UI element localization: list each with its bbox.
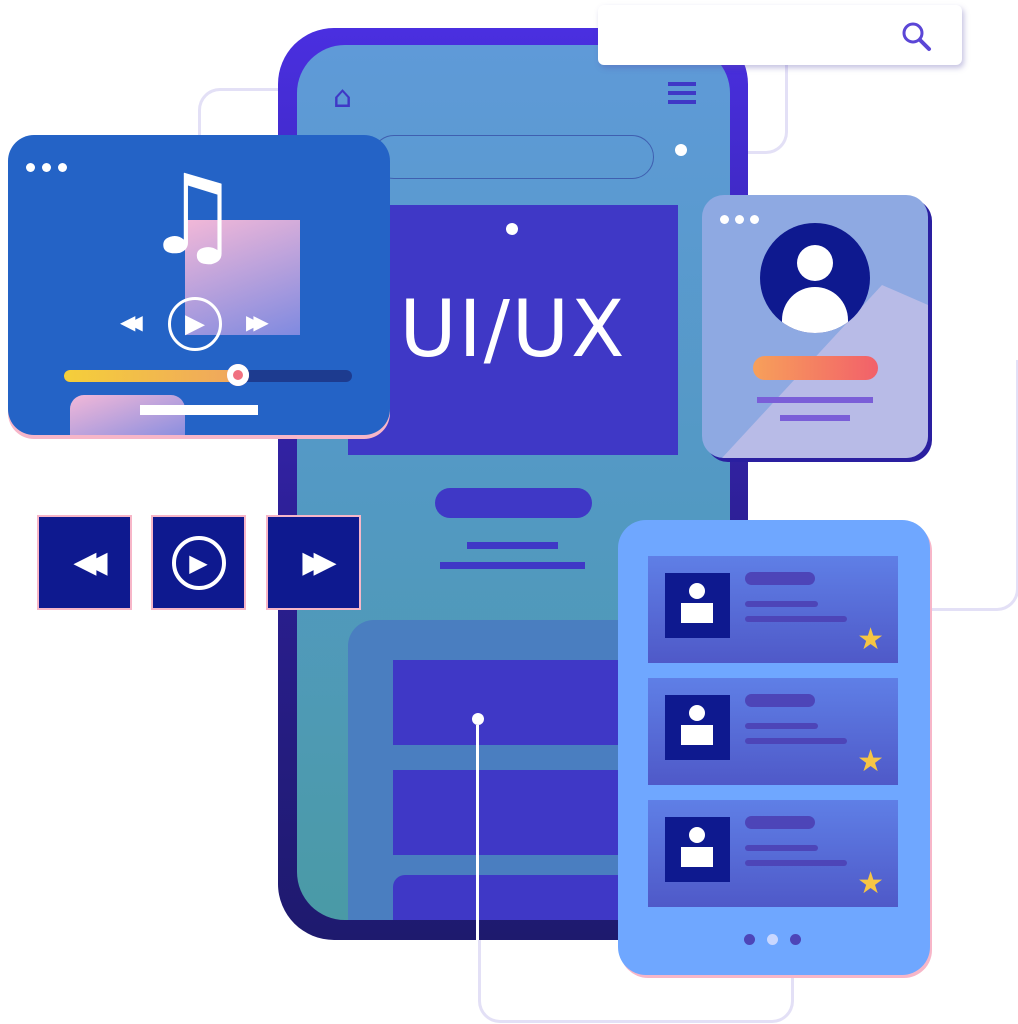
- hamburger-menu-icon[interactable]: [668, 82, 696, 104]
- pager-dot-active[interactable]: [767, 934, 778, 945]
- contact-list-card: ★ ★ ★: [618, 520, 930, 975]
- avatar-icon: [760, 223, 870, 333]
- hero-text: UI/UX: [399, 285, 627, 375]
- pager-dot[interactable]: [790, 934, 801, 945]
- rewind-icon: ◀◀: [73, 545, 107, 580]
- forward-icon: ▶▶: [302, 545, 336, 580]
- list-item[interactable]: ★: [648, 800, 898, 907]
- music-player-card: ♫ ◀◀ ▶ ▶▶: [8, 135, 390, 435]
- forward-button[interactable]: ▶▶: [266, 515, 361, 610]
- star-icon[interactable]: ★: [857, 744, 884, 779]
- progress-handle[interactable]: [227, 364, 249, 386]
- music-note-icon: ♫: [143, 151, 242, 279]
- text-line: [440, 562, 585, 569]
- content-block: [393, 770, 640, 855]
- star-icon[interactable]: ★: [857, 866, 884, 901]
- connector-dot: [506, 223, 518, 235]
- connector-line: [476, 725, 479, 940]
- phone-search-bar[interactable]: [372, 135, 654, 179]
- home-icon[interactable]: ⌂: [333, 80, 353, 115]
- thumbnail: [70, 395, 185, 435]
- rewind-button[interactable]: ◀◀: [37, 515, 132, 610]
- user-icon: [665, 695, 730, 760]
- user-icon: [665, 573, 730, 638]
- list-item[interactable]: ★: [648, 678, 898, 785]
- content-block: [393, 875, 640, 920]
- profile-button[interactable]: [753, 356, 878, 380]
- pager-dot[interactable]: [744, 934, 755, 945]
- progress-fill: [64, 370, 237, 382]
- connector-line: [900, 360, 1018, 611]
- profile-card: [702, 195, 928, 458]
- play-button[interactable]: ▶: [168, 297, 222, 351]
- text-line: [780, 415, 850, 421]
- play-icon: ▶: [171, 535, 226, 590]
- hero-banner: UI/UX: [348, 205, 678, 455]
- text-line: [467, 542, 558, 549]
- play-button[interactable]: ▶: [151, 515, 246, 610]
- phone-button[interactable]: [435, 488, 592, 518]
- title-line: [140, 405, 258, 415]
- content-block: [393, 660, 640, 745]
- search-box[interactable]: [598, 5, 962, 65]
- progress-track[interactable]: [64, 364, 352, 386]
- connector-dot: [675, 144, 687, 156]
- star-icon[interactable]: ★: [857, 622, 884, 657]
- rewind-icon[interactable]: ◀◀: [120, 310, 143, 334]
- connector-dot: [472, 713, 484, 725]
- user-icon: [665, 817, 730, 882]
- text-line: [757, 397, 873, 403]
- list-item[interactable]: ★: [648, 556, 898, 663]
- search-icon[interactable]: [900, 20, 932, 52]
- forward-icon[interactable]: ▶▶: [246, 310, 269, 334]
- play-icon: ▶: [185, 309, 205, 339]
